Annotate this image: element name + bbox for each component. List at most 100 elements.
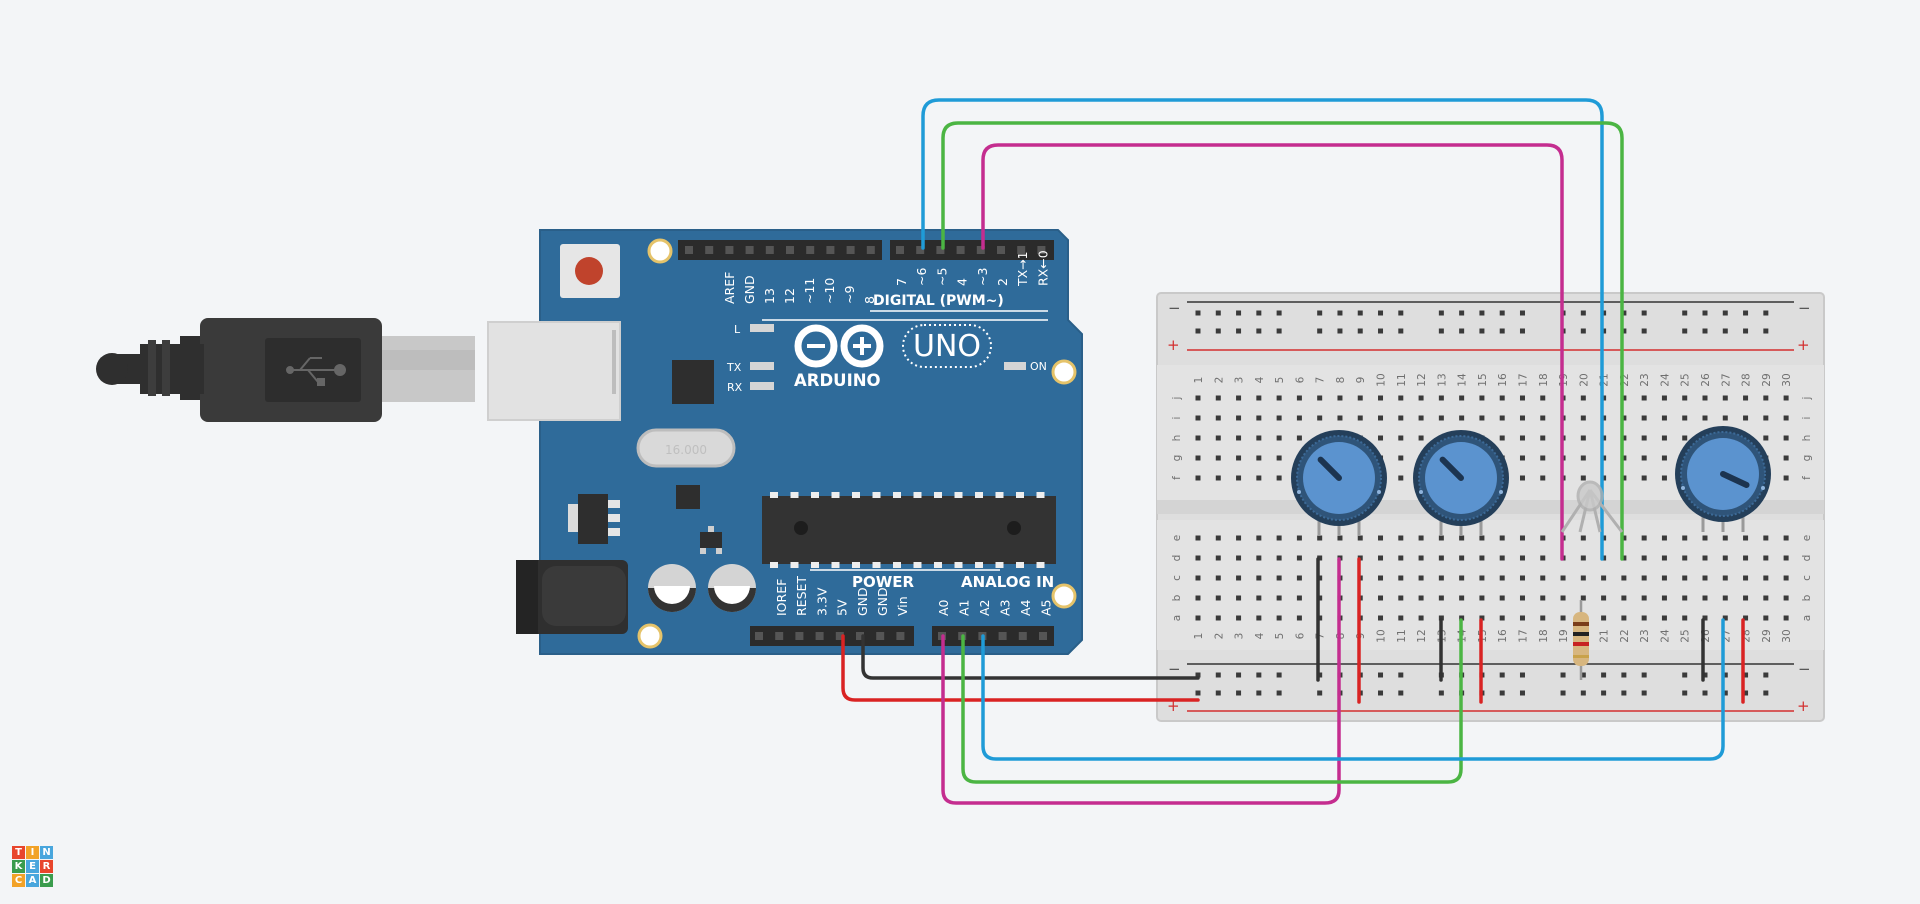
- column-number: 18: [1538, 373, 1550, 386]
- transistor: [700, 526, 722, 554]
- digital-header-left[interactable]: [678, 240, 882, 260]
- wire-black-gnd[interactable]: [861, 634, 1200, 680]
- pin-label: ~6: [914, 268, 929, 286]
- header-pin[interactable]: [896, 632, 905, 640]
- arduino-brand-label: ARDUINO: [794, 371, 881, 390]
- pin-label: 8: [862, 296, 877, 304]
- column-number: 12: [1416, 373, 1428, 386]
- wire-red-5v[interactable]: [841, 634, 1200, 702]
- header-pin[interactable]: [956, 246, 965, 254]
- header-pin[interactable]: [916, 246, 925, 254]
- row-letter: d: [1171, 555, 1183, 562]
- potentiometer-part: [1439, 456, 1464, 481]
- header-pin[interactable]: [835, 632, 844, 640]
- potentiometer[interactable]: [1291, 430, 1387, 536]
- column-number: 12: [1416, 629, 1428, 642]
- pin-label: GND: [855, 587, 870, 616]
- uno-label: UNO: [913, 329, 981, 364]
- header-pin[interactable]: [765, 246, 774, 254]
- reset-button[interactable]: [560, 244, 620, 298]
- analog-header[interactable]: [932, 626, 1054, 646]
- header-pin[interactable]: [846, 246, 855, 254]
- header-pin[interactable]: [876, 632, 885, 640]
- uno-badge: UNO: [902, 324, 992, 368]
- column-number: 10: [1376, 373, 1388, 386]
- header-pin[interactable]: [1039, 632, 1047, 640]
- pin-label: ~9: [842, 286, 857, 304]
- header-pin[interactable]: [755, 632, 763, 640]
- logo-letter: N: [40, 846, 53, 859]
- row-letter: f: [1171, 476, 1183, 480]
- header-pin[interactable]: [866, 246, 875, 254]
- wires[interactable]: [841, 98, 1745, 805]
- pin-label: 3.3V: [814, 587, 829, 616]
- header-pin[interactable]: [775, 632, 784, 640]
- header-pin[interactable]: [745, 246, 754, 254]
- row-letter: h: [1171, 435, 1183, 442]
- header-pin[interactable]: [1018, 632, 1027, 640]
- column-number: 25: [1680, 373, 1692, 386]
- column-number: 8: [1335, 633, 1347, 640]
- atmega-chip: [762, 492, 1056, 568]
- header-pin[interactable]: [997, 246, 1005, 254]
- wire-blue-pin6[interactable]: [921, 98, 1604, 561]
- pin-label: A4: [1018, 599, 1033, 616]
- logo-letter: I: [26, 846, 39, 859]
- led-on: [1004, 362, 1026, 370]
- potentiometer-part: [1297, 490, 1301, 494]
- column-number: 21: [1599, 629, 1611, 642]
- column-number: 1: [1193, 633, 1205, 640]
- header-pin[interactable]: [936, 246, 945, 254]
- led-rx-label: RX: [727, 381, 743, 394]
- usb-b-port: [487, 321, 621, 421]
- resistor[interactable]: [1573, 600, 1589, 680]
- header-pin[interactable]: [685, 246, 693, 254]
- potentiometer-part: [1720, 471, 1750, 488]
- wire-magenta-pin3[interactable]: [981, 143, 1564, 561]
- header-pin[interactable]: [998, 632, 1007, 640]
- power-header[interactable]: [750, 626, 914, 646]
- arduino-uno-board[interactable]: 16.000: [487, 229, 1083, 655]
- header-pin[interactable]: [976, 246, 985, 254]
- row-letter: d: [1801, 555, 1813, 562]
- wire-green-pin5[interactable]: [941, 121, 1624, 561]
- column-number: 9: [1355, 633, 1367, 640]
- rgb-led[interactable]: [1560, 480, 1624, 533]
- wire-green-a1[interactable]: [961, 618, 1463, 784]
- header-pin[interactable]: [815, 632, 824, 640]
- pin-label: 4: [955, 278, 970, 286]
- header-pin[interactable]: [1037, 246, 1046, 254]
- header-pin[interactable]: [826, 246, 835, 254]
- usb-cable[interactable]: [96, 318, 475, 422]
- dc-power-jack: [516, 560, 628, 634]
- wire-blue-a2[interactable]: [981, 618, 1725, 761]
- column-number: 30: [1781, 373, 1793, 386]
- column-number: 19: [1558, 629, 1570, 642]
- potentiometer-part: [1681, 486, 1685, 490]
- pin-label: A1: [957, 599, 972, 616]
- header-pin[interactable]: [806, 246, 815, 254]
- header-pin[interactable]: [856, 632, 864, 640]
- rail-minus-label: −: [1168, 299, 1181, 317]
- header-pin[interactable]: [1017, 246, 1026, 254]
- column-number: 29: [1761, 373, 1773, 386]
- potentiometer[interactable]: [1675, 426, 1771, 532]
- header-pin[interactable]: [725, 246, 734, 254]
- header-pin[interactable]: [705, 246, 714, 254]
- digital-header-right[interactable]: [890, 240, 1054, 260]
- column-number: 15: [1477, 629, 1489, 642]
- led-on-label: ON: [1030, 360, 1047, 373]
- header-pin[interactable]: [786, 246, 794, 254]
- wire-magenta-a0[interactable]: [941, 557, 1341, 805]
- column-number: 4: [1254, 632, 1266, 639]
- header-pin[interactable]: [795, 632, 804, 640]
- column-number: 30: [1781, 629, 1793, 642]
- potentiometer[interactable]: [1413, 430, 1509, 536]
- row-letter: j: [1801, 397, 1813, 401]
- potentiometer-part: [1761, 486, 1765, 490]
- column-number: 17: [1517, 629, 1529, 642]
- column-number: 23: [1639, 373, 1651, 386]
- header-pin[interactable]: [896, 246, 904, 254]
